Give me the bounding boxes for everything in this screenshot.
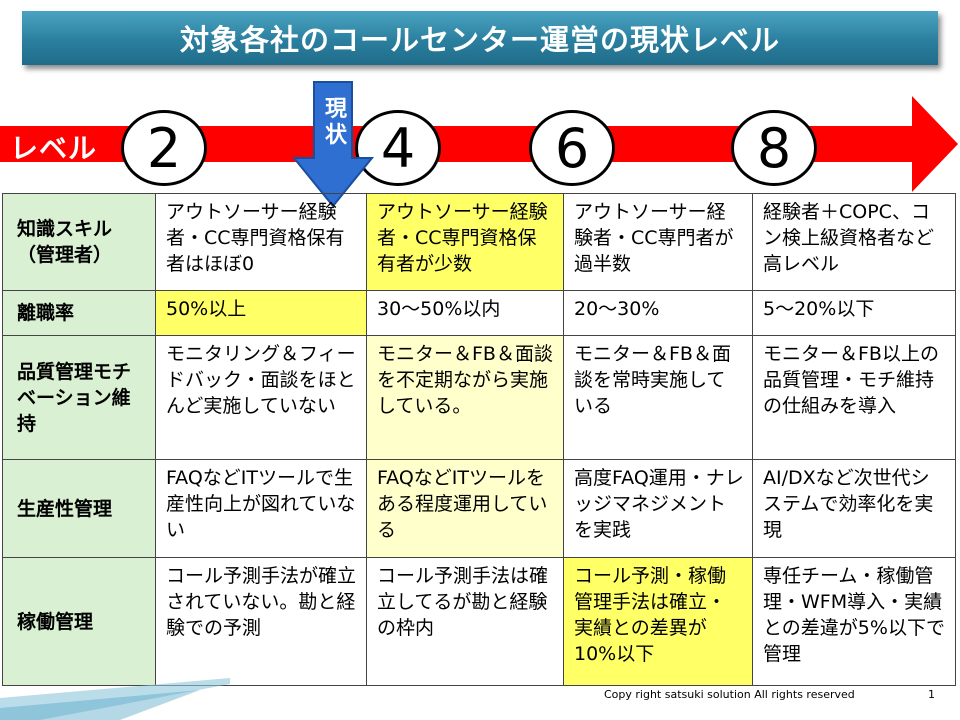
level-8-badge: 8 xyxy=(731,110,817,186)
table-cell: 20～30% xyxy=(563,290,753,336)
decorative-streaks xyxy=(0,678,230,720)
table-row: 離職率 50%以上 30～50%以内 20～30% 5～20%以下 xyxy=(2,290,956,336)
table-cell: 高度FAQ運用・ナレッジマネジメントを実践 xyxy=(563,459,753,558)
level-2-badge: 2 xyxy=(121,110,207,186)
page-number: 1 xyxy=(928,688,935,701)
level-arrow xyxy=(0,96,958,192)
table-row: 稼働管理 コール予測手法が確立されていない。勘と経験での予測 コール予測手法は確… xyxy=(2,557,956,686)
table-cell: コール予測手法が確立されていない。勘と経験での予測 xyxy=(155,557,367,686)
level-table: 知識スキル（管理者） アウトソーサー経験者・CC専門資格保有者はほぼ0 アウトソ… xyxy=(2,193,956,686)
table-cell: アウトソーサー経験者・CC専門資格保有者が少数 xyxy=(366,193,564,291)
table-row: 品質管理モチベーション維持 モニタリング＆フィードバック・面談をほとんど実施して… xyxy=(2,335,956,460)
table-cell: コール予測手法は確立してるが勘と経験の枠内 xyxy=(366,557,564,686)
page-title: 対象各社のコールセンター運営の現状レベル xyxy=(22,11,938,65)
table-cell: FAQなどITツールをある程度運用している xyxy=(366,459,564,558)
table-cell: モニター＆FB以上の品質管理・モチ維持の仕組みを導入 xyxy=(752,335,956,460)
table-cell: モニタリング＆フィードバック・面談をほとんど実施していない xyxy=(155,335,367,460)
table-cell: モニター＆FB＆面談を常時実施している xyxy=(563,335,753,460)
table-cell: 経験者＋COPC、コン検上級資格者など高レベル xyxy=(752,193,956,291)
table-cell: コール予測・稼働管理手法は確立・実績との差異が10%以下 xyxy=(563,557,753,686)
table-cell: 専任チーム・稼働管理・WFM導入・実績との差違が5%以下で管理 xyxy=(752,557,956,686)
current-position-marker xyxy=(291,81,374,208)
level-label: レベル xyxy=(10,132,98,165)
row-header-turnover: 離職率 xyxy=(2,290,156,336)
row-header-quality: 品質管理モチベーション維持 xyxy=(2,335,156,460)
table-cell: 30～50%以内 xyxy=(366,290,564,336)
table-cell: アウトソーサー経験者・CC専門者が過半数 xyxy=(563,193,753,291)
table-cell: 50%以上 xyxy=(155,290,367,336)
level-6-badge: 6 xyxy=(529,110,615,186)
level-4-badge: 4 xyxy=(355,110,441,186)
table-cell: AI/DXなど次世代システムで効率化を実現 xyxy=(752,459,956,558)
current-label: 現状 xyxy=(324,97,347,148)
table-cell: アウトソーサー経験者・CC専門資格保有者はほぼ0 xyxy=(155,193,367,291)
table-row: 知識スキル（管理者） アウトソーサー経験者・CC専門資格保有者はほぼ0 アウトソ… xyxy=(2,193,956,291)
row-header-knowledge: 知識スキル（管理者） xyxy=(2,193,156,291)
table-row: 生産性管理 FAQなどITツールで生産性向上が図れていない FAQなどITツール… xyxy=(2,459,956,558)
table-cell: モニター＆FB＆面談を不定期ながら実施している。 xyxy=(366,335,564,460)
row-header-productivity: 生産性管理 xyxy=(2,459,156,558)
row-header-operation: 稼働管理 xyxy=(2,557,156,686)
table-cell: 5～20%以下 xyxy=(752,290,956,336)
copyright-text: Copy right satsuki solution All rights r… xyxy=(604,688,855,701)
table-cell: FAQなどITツールで生産性向上が図れていない xyxy=(155,459,367,558)
